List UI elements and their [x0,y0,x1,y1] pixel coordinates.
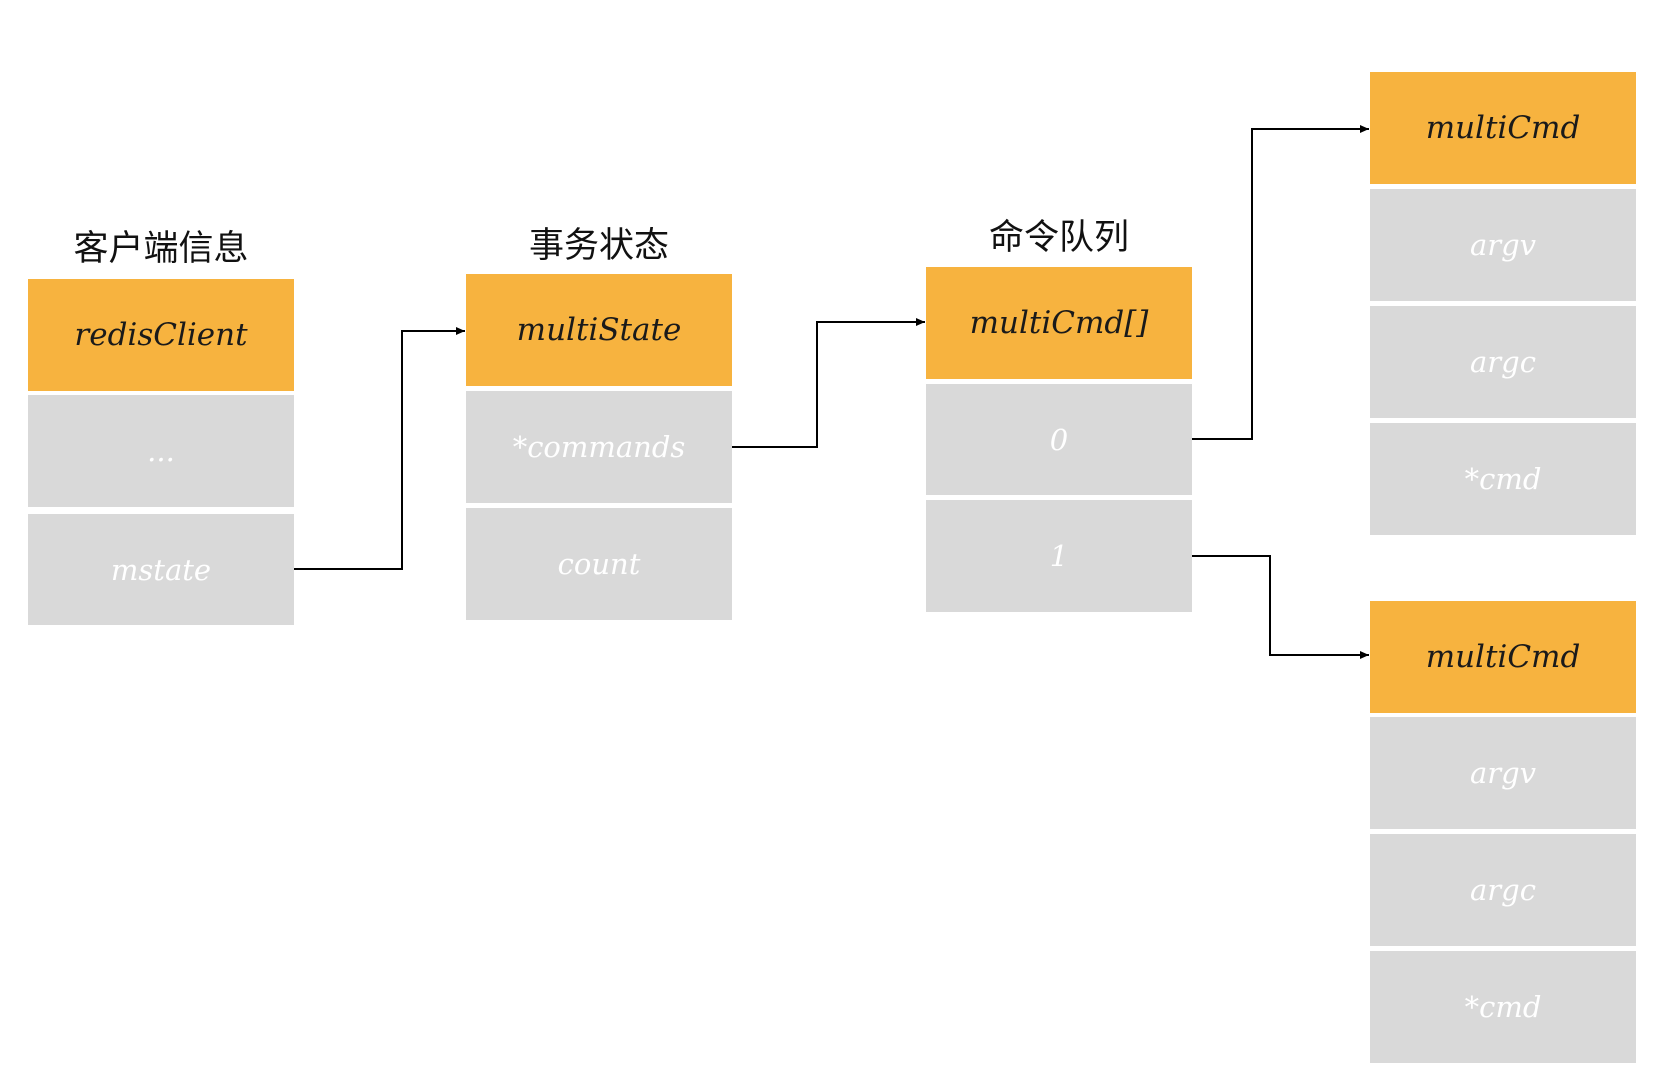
multi-cmd-array-header: multiCmd[] [926,267,1192,379]
client-field-mstate: mstate [28,514,294,625]
state-field-commands: *commands [466,391,732,503]
multi-cmd-bottom-cmd: *cmd [1370,951,1636,1063]
multi-cmd-top-argc: argc [1370,306,1636,418]
multi-state-header: multiState [466,274,732,386]
multi-cmd-bottom-argc: argc [1370,834,1636,946]
queue-index-0: 0 [926,384,1192,495]
multi-cmd-top-cmd: *cmd [1370,423,1636,535]
arrow-index0-to-multicmd-top [1192,125,1369,440]
arrow-index1-to-multicmd-bottom [1192,555,1369,659]
client-info-title: 客户端信息 [73,229,249,269]
queue-index-1: 1 [926,500,1192,612]
client-field-ellipsis: ... [28,395,294,507]
arrow-mstate-to-multistate [294,327,465,570]
transaction-state-title: 事务状态 [528,226,669,266]
multi-cmd-bottom-header: multiCmd [1370,601,1636,713]
command-queue-title: 命令队列 [988,218,1129,258]
multi-cmd-top-argv: argv [1370,189,1636,301]
redis-client-header: redisClient [28,279,294,391]
state-field-count: count [466,508,732,620]
multi-cmd-bottom-argv: argv [1370,717,1636,829]
arrow-commands-to-queue [732,318,925,448]
multi-cmd-top-header: multiCmd [1370,72,1636,184]
